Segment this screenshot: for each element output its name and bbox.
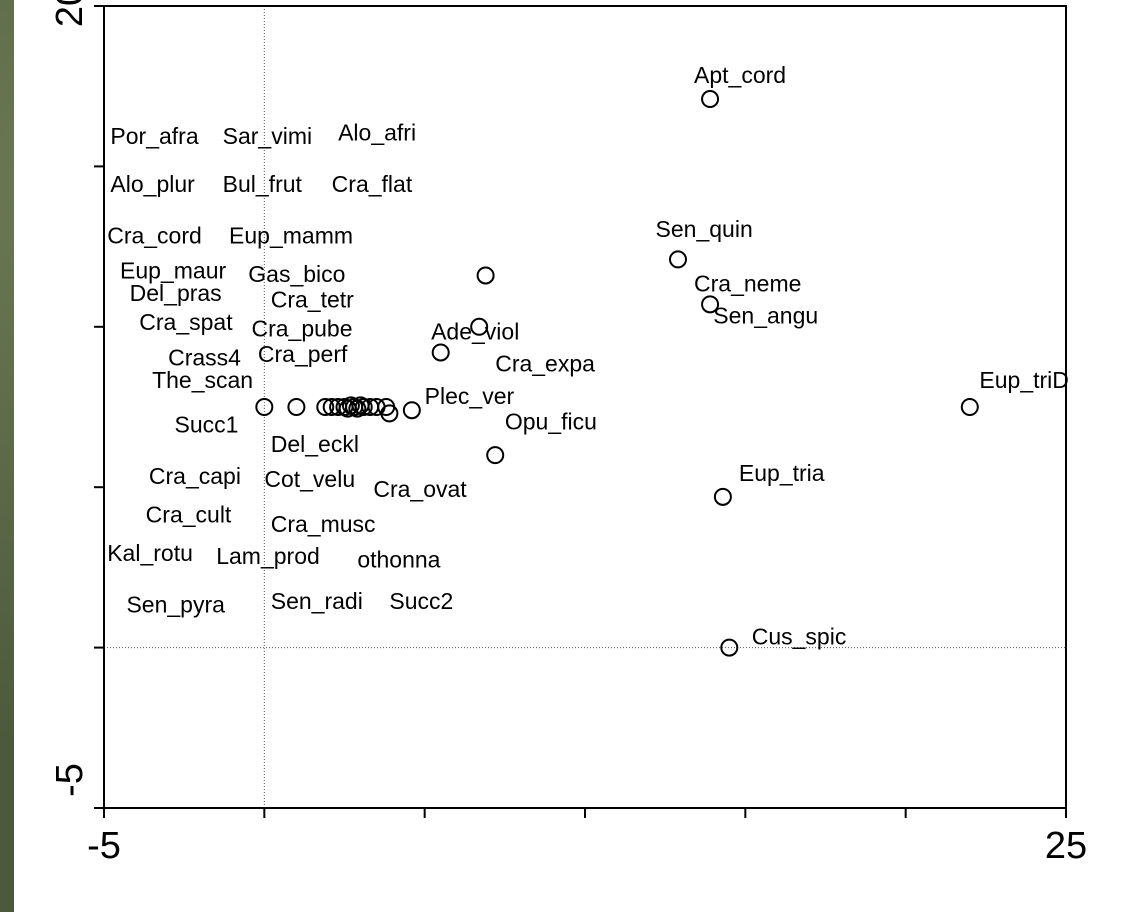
point-label: Cra_pube xyxy=(252,315,353,341)
x-tick-label-max: 25 xyxy=(1045,825,1087,867)
y-tick-label-min: -5 xyxy=(49,763,91,797)
data-point xyxy=(476,266,495,285)
data-point xyxy=(668,250,687,269)
point-label: Por_afra xyxy=(110,123,198,149)
point-label: Sen_angu xyxy=(713,303,818,329)
point-label: Apt_cord xyxy=(694,62,786,88)
point-label: Sen_radi xyxy=(271,588,363,614)
y-tick-label-max: 20 xyxy=(49,0,91,27)
axis-tick-labels: -5 25 20 -5 xyxy=(49,0,1087,867)
data-point xyxy=(960,398,979,416)
point-label: Gas_bico xyxy=(248,261,345,287)
data-point xyxy=(348,399,367,418)
data-point xyxy=(486,446,505,465)
point-label: Plec_ver xyxy=(425,383,515,409)
point-label: Cra_capi xyxy=(149,463,241,489)
point-label: Sen_pyra xyxy=(126,591,225,617)
point-label: Cra_tetr xyxy=(271,287,354,313)
point-label: Ade_viol xyxy=(431,319,519,345)
point-label: Del_eckl xyxy=(271,431,359,457)
data-point xyxy=(316,398,335,416)
point-label: Cra_neme xyxy=(694,271,801,297)
point-label: Sen_quin xyxy=(656,216,753,242)
point-label: Cra_cord xyxy=(107,222,202,248)
reference-lines xyxy=(104,6,1066,808)
point-label: Cot_velu xyxy=(264,466,355,492)
point-label: Alo_plur xyxy=(110,171,195,197)
point-label: Opu_ficu xyxy=(505,408,597,434)
point-label: Eup_tria xyxy=(739,460,825,486)
point-label: Crass4 xyxy=(168,344,241,370)
data-points xyxy=(255,90,979,657)
point-label: Cra_flat xyxy=(332,171,413,197)
data-point xyxy=(470,317,489,336)
data-point xyxy=(713,487,732,506)
point-label: Eup_triD xyxy=(979,367,1068,393)
point-label: Cra_expa xyxy=(495,351,595,377)
data-point xyxy=(701,90,720,109)
data-point xyxy=(380,404,399,423)
point-label: Del_pras xyxy=(130,280,222,306)
point-label: othonna xyxy=(357,546,440,572)
point-label: Sar_vimi xyxy=(223,123,312,149)
point-label: Lam_prod xyxy=(216,543,320,569)
point-label: Alo_afri xyxy=(338,120,416,146)
point-label: Cra_spat xyxy=(139,309,233,335)
point-label: Cra_perf xyxy=(258,341,348,367)
point-label: Cra_musc xyxy=(271,511,376,537)
x-tick-label-min: -5 xyxy=(87,825,121,867)
point-label: Cus_spic xyxy=(752,623,847,649)
point-label: Kal_rotu xyxy=(107,540,193,566)
data-point xyxy=(255,398,274,416)
point-label: Succ2 xyxy=(389,588,453,614)
point-label: Bul_frut xyxy=(223,171,303,197)
point-label: Eup_mamm xyxy=(229,222,353,248)
point-label: The_scan xyxy=(152,367,253,393)
data-point xyxy=(287,398,306,416)
data-point xyxy=(720,638,739,657)
point-label: Eup_maur xyxy=(120,258,226,284)
data-point xyxy=(354,398,373,416)
point-label: Cra_ovat xyxy=(373,476,467,502)
point-label: Succ1 xyxy=(175,412,239,438)
data-point xyxy=(701,295,720,314)
data-point xyxy=(402,401,421,420)
axis-ticks xyxy=(94,5,1067,818)
point-label: Cra_cult xyxy=(146,501,232,527)
data-point xyxy=(431,343,450,362)
